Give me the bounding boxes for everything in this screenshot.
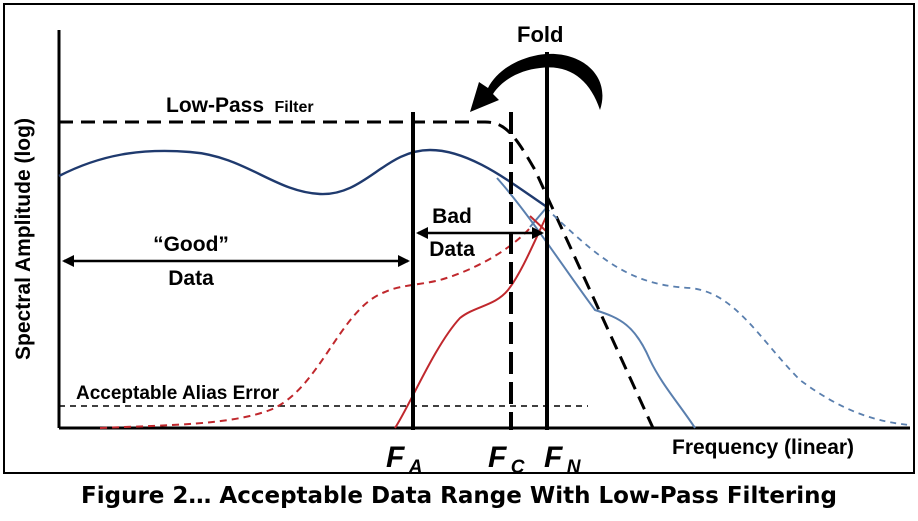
aliased-spectrum-solid-curve xyxy=(394,214,548,429)
good-data-label-line1: “Good” xyxy=(153,233,229,256)
low-pass-filter-label: Low-Pass Filter xyxy=(166,94,314,117)
low-pass-filter-curve xyxy=(59,120,655,429)
fn-label: F N xyxy=(544,441,582,478)
fa-sub: A xyxy=(408,457,423,478)
good-data-label-line2: Data xyxy=(168,267,214,290)
fc-label: F C xyxy=(488,441,525,478)
bad-data-label-line1: Bad xyxy=(432,205,472,228)
fold-arrow-icon xyxy=(470,53,603,112)
figure-frame xyxy=(3,3,915,474)
fn-main: F xyxy=(544,441,563,474)
unfiltered-signal-curve xyxy=(544,206,911,426)
fold-connector-upper xyxy=(529,206,548,228)
alias-error-label: Acceptable Alias Error xyxy=(76,383,280,404)
fc-sub: C xyxy=(511,457,525,478)
aliased-spectrum-dashed-curve xyxy=(99,227,531,429)
fc-main: F xyxy=(488,441,507,474)
fn-sub: N xyxy=(567,457,582,478)
fold-connector-lower xyxy=(529,215,548,233)
fa-main: F xyxy=(386,441,405,474)
y-axis-label: Spectral Amplitude (log) xyxy=(12,118,35,360)
signal-spectrum-curve xyxy=(58,148,548,208)
filter-word: Filter xyxy=(274,99,313,116)
fold-label: Fold xyxy=(517,22,563,47)
figure-caption: Figure 2… Acceptable Data Range With Low… xyxy=(81,483,837,509)
low-pass-word: Low-Pass xyxy=(166,94,264,117)
x-axis-label: Frequency (linear) xyxy=(672,436,854,459)
bad-data-label-line2: Data xyxy=(429,238,475,261)
fa-label: F A xyxy=(386,441,423,478)
